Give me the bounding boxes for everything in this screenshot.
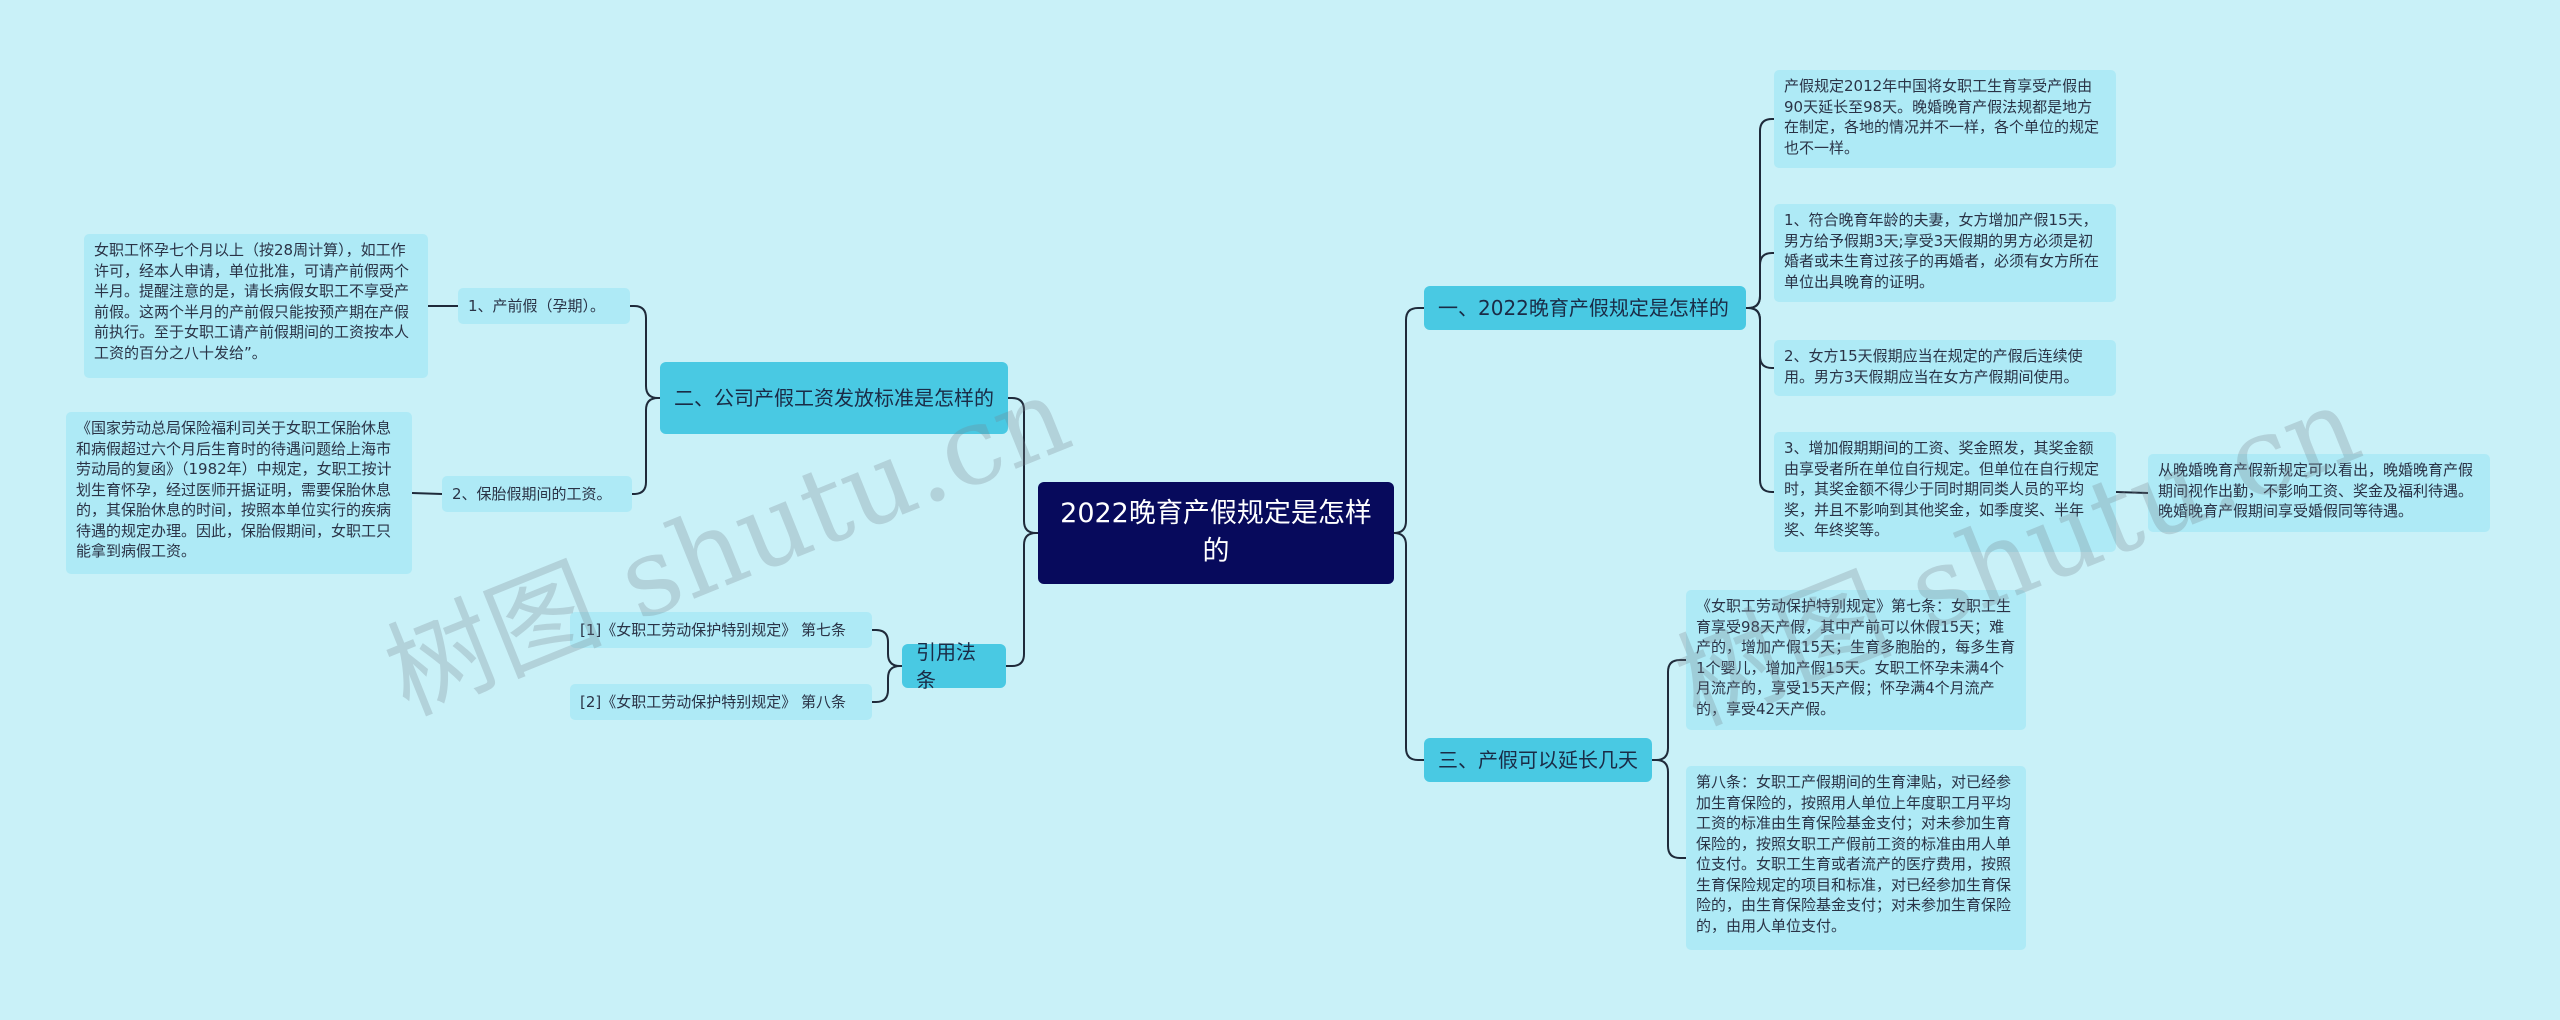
branch-label: 一、2022晚育产假规定是怎样的 xyxy=(1438,296,1729,320)
leaf-node[interactable]: 女职工怀孕七个月以上（按28周计算），如工作许可，经本人申请，单位批准，可请产前… xyxy=(84,234,428,378)
connector-line xyxy=(1746,307,1774,493)
leaf-text: 第八条：女职工产假期间的生育津贴，对已经参加生育保险的，按照用人单位上年度职工月… xyxy=(1696,773,2012,935)
citation-item[interactable]: [1]《女职工劳动保护特别规定》 第七条 xyxy=(570,612,872,648)
branch-node-citations[interactable]: 引用法条 xyxy=(902,640,1006,692)
branch-label: 二、公司产假工资发放标准是怎样的 xyxy=(674,386,994,410)
connector-line xyxy=(1746,252,1774,309)
connector-line xyxy=(411,492,443,495)
citation-text: [2]《女职工劳动保护特别规定》 第八条 xyxy=(580,693,847,711)
connector-line xyxy=(1424,759,1686,859)
leaf-node[interactable]: 《女职工劳动保护特别规定》第七条：女职工生育享受98天产假，其中产前可以休假15… xyxy=(1686,590,2026,730)
sub-branch-label: 2、保胎假期间的工资。 xyxy=(452,485,612,503)
leaf-text: 从晚婚晚育产假新规定可以看出，晚婚晚育产假期间视作出勤，不影响工资、奖金及福利待… xyxy=(2158,461,2474,520)
leaf-node[interactable]: 3、增加假期期间的工资、奖金照发，其奖金额由享受者所在单位自行规定。但单位在自行… xyxy=(1774,432,2116,552)
leaf-node[interactable]: 1、符合晚育年龄的夫妻，女方增加产假15天，男方给予假期3天;享受3天假期的男方… xyxy=(1774,204,2116,302)
root-node[interactable]: 2022晚育产假规定是怎样的 xyxy=(1038,482,1394,584)
connector-line xyxy=(1006,532,1038,667)
connector-line xyxy=(872,665,902,703)
connector-line xyxy=(1393,532,1424,761)
root-title: 2022晚育产假规定是怎样的 xyxy=(1060,498,1372,567)
sub-branch-label: 1、产前假（孕期）。 xyxy=(468,297,606,315)
branch-node-wage-standard[interactable]: 二、公司产假工资发放标准是怎样的 xyxy=(660,362,1008,434)
leaf-text: 3、增加假期期间的工资、奖金照发，其奖金额由享受者所在单位自行规定。但单位在自行… xyxy=(1784,439,2100,539)
sub-branch-pregnancy-leave-wage[interactable]: 2、保胎假期间的工资。 xyxy=(442,476,632,512)
citation-text: [1]《女职工劳动保护特别规定》 第七条 xyxy=(580,621,847,639)
leaf-text: 《国家劳动总局保险福利司关于女职工保胎休息和病假超过六个月后生育时的待遇问题给上… xyxy=(76,419,392,560)
leaf-text: 产假规定2012年中国将女职工生育享受产假由90天延长至98天。晚婚晚育产假法规… xyxy=(1784,77,2100,157)
branch-node-2022-rules[interactable]: 一、2022晚育产假规定是怎样的 xyxy=(1424,286,1746,330)
leaf-text: 1、符合晚育年龄的夫妻，女方增加产假15天，男方给予假期3天;享受3天假期的男方… xyxy=(1784,211,2100,291)
connector-line xyxy=(1393,307,1424,534)
citation-item[interactable]: [2]《女职工劳动保护特别规定》 第八条 xyxy=(570,684,872,720)
connector-line xyxy=(2115,491,2149,494)
connector-line xyxy=(1008,397,1038,534)
leaf-text: 《女职工劳动保护特别规定》第七条：女职工生育享受98天产假，其中产前可以休假15… xyxy=(1696,597,2016,718)
connector-line xyxy=(632,397,660,495)
leaf-node-sub[interactable]: 从晚婚晚育产假新规定可以看出，晚婚晚育产假期间视作出勤，不影响工资、奖金及福利待… xyxy=(2148,454,2490,532)
leaf-text: 女职工怀孕七个月以上（按28周计算），如工作许可，经本人申请，单位批准，可请产前… xyxy=(94,241,410,362)
connector-line xyxy=(630,305,660,399)
branch-label: 三、产假可以延长几天 xyxy=(1438,748,1638,772)
leaf-text: 2、女方15天假期应当在规定的产假后连续使用。男方3天假期应当在女方产假期间使用… xyxy=(1784,347,2083,386)
sub-branch-prenatal-leave[interactable]: 1、产前假（孕期）。 xyxy=(458,288,630,324)
branch-label: 引用法条 xyxy=(916,640,976,692)
leaf-node[interactable]: 《国家劳动总局保险福利司关于女职工保胎休息和病假超过六个月后生育时的待遇问题给上… xyxy=(66,412,412,574)
connector-line xyxy=(872,629,902,667)
leaf-node[interactable]: 产假规定2012年中国将女职工生育享受产假由90天延长至98天。晚婚晚育产假法规… xyxy=(1774,70,2116,168)
leaf-node[interactable]: 2、女方15天假期应当在规定的产假后连续使用。男方3天假期应当在女方产假期间使用… xyxy=(1774,340,2116,396)
connector-line xyxy=(1424,659,1686,761)
branch-node-extension-days[interactable]: 三、产假可以延长几天 xyxy=(1424,738,1652,782)
leaf-node[interactable]: 第八条：女职工产假期间的生育津贴，对已经参加生育保险的，按照用人单位上年度职工月… xyxy=(1686,766,2026,950)
